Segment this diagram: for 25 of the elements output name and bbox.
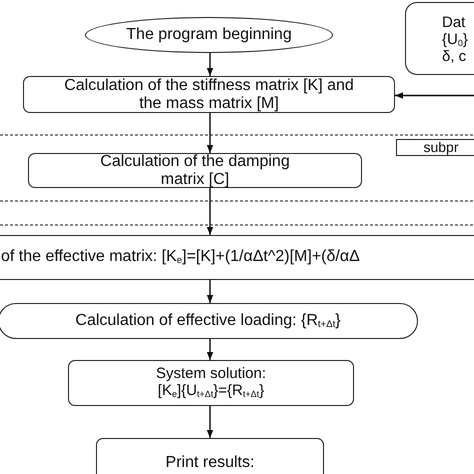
start-label: The program beginning xyxy=(126,26,292,44)
arrow xyxy=(206,53,214,76)
arrow xyxy=(206,406,214,438)
process-box xyxy=(68,360,354,406)
step-text: Print results: xyxy=(166,454,254,472)
step-text: [K$_{e}$]{U$_{t+Δt}$}={R$_{t+Δt}$} xyxy=(158,383,264,400)
data-text: Dat {U$_{0}$} δ, c xyxy=(442,15,469,66)
process-box xyxy=(23,76,395,113)
process-band xyxy=(0,235,474,280)
process-box xyxy=(28,153,362,188)
arrow xyxy=(206,339,214,360)
step-text: Calculation of effective loading: {R$_{t+Δt}$} xyxy=(75,312,341,330)
process-box xyxy=(96,438,324,474)
step-text: System solution: xyxy=(156,366,266,383)
step-text: of the effective matrix: [K$_{e}$]=[K]+(1/αΔt^2)[M]+(δ/αΔ xyxy=(1,248,360,267)
arrow xyxy=(206,113,214,153)
arrow xyxy=(206,188,214,235)
arrow xyxy=(206,280,214,303)
input-data-box xyxy=(405,2,474,75)
subprogram-label: subpr xyxy=(423,140,459,156)
arrow xyxy=(395,92,474,99)
process-pill xyxy=(0,303,418,339)
step-text: Calculation of the damping matrix [C] xyxy=(99,152,291,188)
step-text: Calculation of the stiffness matrix [K] and the mass matrix [M] xyxy=(63,76,355,112)
subprogram-box xyxy=(396,139,474,156)
